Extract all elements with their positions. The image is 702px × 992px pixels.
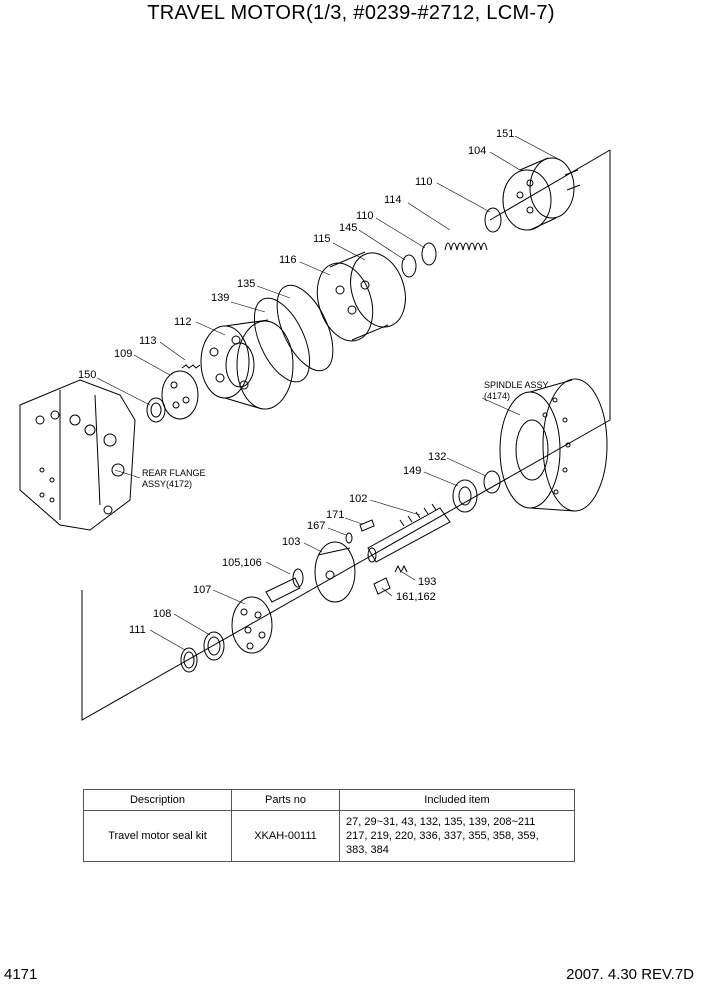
callout-110-upper: 110 bbox=[415, 176, 433, 188]
callout-161-162: 161,162 bbox=[396, 591, 436, 603]
spindle-assy-note-line2: (4174) bbox=[484, 391, 510, 401]
callout-labels: 151 104 110 114 110 145 115 116 135 139 … bbox=[78, 128, 514, 636]
valve-housing-drawing bbox=[502, 157, 581, 231]
revision-date: 2007. 4.30 REV.7D bbox=[566, 966, 694, 983]
spindle-assy-drawing bbox=[499, 378, 608, 512]
rear-flange-drawing bbox=[19, 379, 136, 531]
callout-132: 132 bbox=[428, 451, 446, 463]
piston-assembly-drawing bbox=[316, 251, 406, 342]
callout-114: 114 bbox=[384, 194, 402, 206]
callout-108: 108 bbox=[153, 608, 171, 620]
callout-139: 139 bbox=[211, 292, 229, 304]
callout-116: 116 bbox=[279, 254, 297, 266]
shaft-drawing bbox=[367, 503, 451, 563]
callout-103: 103 bbox=[282, 536, 300, 548]
included-line-2: 217, 219, 220, 336, 337, 355, 358, 359, bbox=[346, 830, 539, 842]
callout-105-106: 105,106 bbox=[222, 557, 262, 569]
callout-193: 193 bbox=[418, 576, 436, 588]
spindle-assy-note-line1: SPINDLE ASSY bbox=[484, 380, 549, 390]
callout-112: 112 bbox=[174, 316, 192, 328]
callout-109: 109 bbox=[114, 348, 132, 360]
header-description: Description bbox=[83, 789, 232, 811]
rear-flange-note-line2: ASSY(4172) bbox=[142, 479, 192, 489]
callout-110-lower: 110 bbox=[356, 210, 374, 222]
rear-flange-note-line1: REAR FLANGE bbox=[142, 468, 206, 478]
callout-167: 167 bbox=[307, 520, 325, 532]
page-number: 4171 bbox=[4, 966, 38, 983]
cell-description: Travel motor seal kit bbox=[83, 810, 232, 862]
callout-115: 115 bbox=[313, 233, 331, 245]
boundary-outline bbox=[81, 150, 611, 721]
header-parts-no: Parts no bbox=[231, 789, 340, 811]
callout-150: 150 bbox=[78, 369, 96, 381]
callout-104: 104 bbox=[468, 145, 486, 157]
callout-107: 107 bbox=[193, 584, 211, 596]
callout-135: 135 bbox=[237, 278, 255, 290]
seal-kit-table: Description Parts no Included item Trave… bbox=[83, 789, 575, 862]
included-line-1: 27, 29~31, 43, 132, 135, 139, 208~211 bbox=[346, 816, 536, 828]
callout-113: 113 bbox=[139, 335, 157, 347]
cylinder-drawing bbox=[200, 319, 294, 410]
cell-included-item: 27, 29~31, 43, 132, 135, 139, 208~211 21… bbox=[339, 810, 575, 862]
table-header-row: Description Parts no Included item bbox=[83, 789, 575, 811]
table-row: Travel motor seal kit XKAH-00111 27, 29~… bbox=[83, 810, 575, 862]
callout-145: 145 bbox=[339, 222, 357, 234]
callout-111: 111 bbox=[129, 624, 146, 636]
callout-171: 171 bbox=[326, 509, 344, 521]
page-title: TRAVEL MOTOR(1/3, #0239-#2712, LCM-7) bbox=[147, 2, 555, 24]
cell-parts-no: XKAH-00111 bbox=[231, 810, 340, 862]
header-included-item: Included item bbox=[339, 789, 575, 811]
callout-102: 102 bbox=[349, 493, 367, 505]
callout-151: 151 bbox=[496, 128, 514, 140]
callout-149: 149 bbox=[403, 465, 421, 477]
included-line-3: 383, 384 bbox=[346, 844, 389, 856]
